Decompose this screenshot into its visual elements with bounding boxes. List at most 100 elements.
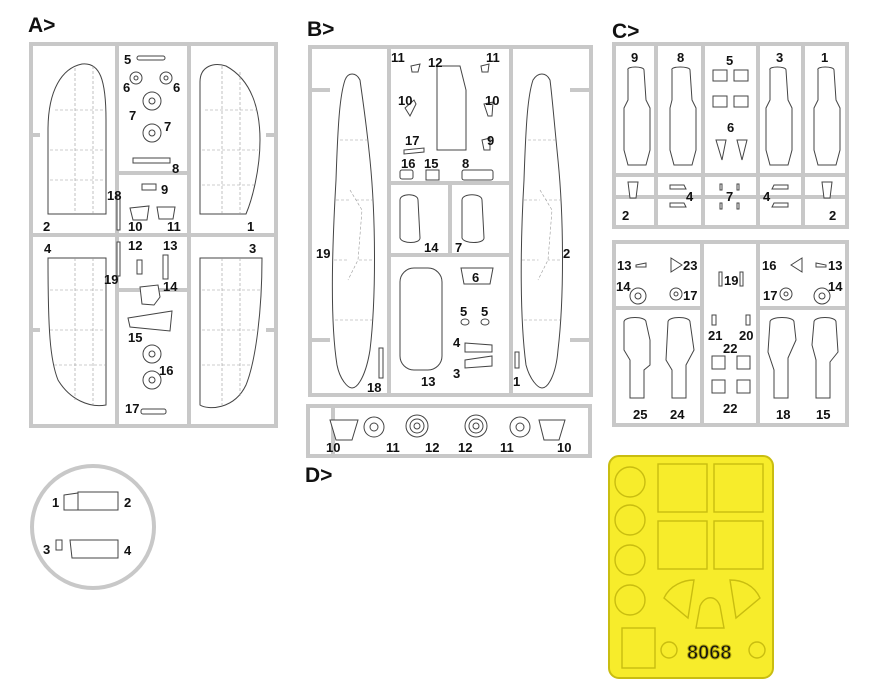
label-b2: 2 xyxy=(563,246,570,261)
label-c4-right: 4 xyxy=(763,189,771,204)
label-c7: 7 xyxy=(726,189,733,204)
label-a6-right: 6 xyxy=(173,80,180,95)
part-b12 xyxy=(436,65,467,151)
part-b16 xyxy=(399,169,414,180)
label-b14: 14 xyxy=(424,240,439,255)
sprue-c-lower-parts xyxy=(623,257,839,399)
part-c7-a xyxy=(719,183,723,191)
label-c6: 6 xyxy=(727,120,734,135)
mask-square-5 xyxy=(621,627,656,669)
label-b12: 12 xyxy=(428,55,442,70)
label-b1: 1 xyxy=(513,374,520,389)
detail-label-1: 1 xyxy=(52,495,59,510)
mask-circle-4 xyxy=(614,584,646,616)
label-a18: 18 xyxy=(107,188,121,203)
label-c19: 19 xyxy=(724,273,738,288)
label-c2-left: 2 xyxy=(622,208,629,223)
label-b9: 9 xyxy=(487,133,494,148)
part-d10-right xyxy=(538,419,566,441)
label-c13-right: 13 xyxy=(828,258,842,273)
label-a4: 4 xyxy=(44,241,52,256)
sprue-d-parts xyxy=(329,414,566,441)
label-b10-right: 10 xyxy=(485,93,499,108)
part-a17 xyxy=(140,408,167,415)
part-b8 xyxy=(461,169,494,181)
part-a11 xyxy=(156,206,176,220)
part-a8 xyxy=(132,157,171,164)
label-d12-left: 12 xyxy=(425,440,439,455)
label-c15: 15 xyxy=(816,407,830,422)
part-c22-d xyxy=(736,379,751,394)
part-a14 xyxy=(139,284,161,306)
part-c5-a xyxy=(712,69,728,82)
part-c5-d xyxy=(733,95,749,108)
detail-label-2: 2 xyxy=(124,495,131,510)
part-b5-left xyxy=(460,318,470,326)
sprue-b-labels: 11 12 11 10 10 17 9 16 15 8 14 7 19 2 6 … xyxy=(316,50,570,395)
label-c21: 21 xyxy=(708,328,722,343)
label-a11: 11 xyxy=(167,219,181,234)
part-c3 xyxy=(765,66,793,166)
sprue-c-upper xyxy=(612,42,849,229)
label-c23: 23 xyxy=(683,258,697,273)
part-a2-wing-upper-left xyxy=(47,63,107,215)
part-b13 xyxy=(399,267,443,371)
label-c22-upper: 22 xyxy=(723,341,737,356)
label-a7-lower: 7 xyxy=(164,119,171,134)
mask-square-4 xyxy=(713,520,764,570)
label-b3: 3 xyxy=(453,366,460,381)
part-d10-left xyxy=(329,419,359,441)
label-a9: 9 xyxy=(161,182,168,197)
part-c19-right xyxy=(739,271,744,287)
part-b10-right xyxy=(483,101,494,117)
part-b11-right xyxy=(480,63,490,73)
mask-sheet: 8068 xyxy=(608,455,774,679)
mask-square-3 xyxy=(657,520,708,570)
part-c19-left xyxy=(718,271,723,287)
mask-canopy-center xyxy=(695,597,725,629)
part-c22-a xyxy=(711,355,726,370)
label-c22-lower: 22 xyxy=(723,401,737,416)
part-b11-left xyxy=(410,63,421,73)
label-b16: 16 xyxy=(401,156,415,171)
part-b5-right xyxy=(480,318,490,326)
part-c15 xyxy=(811,317,839,399)
label-c17-left: 17 xyxy=(683,288,697,303)
part-c20 xyxy=(745,314,751,326)
sprue-d-labels: 10 11 12 12 11 10 xyxy=(326,440,571,455)
part-b14 xyxy=(399,194,421,243)
label-b5-right: 5 xyxy=(481,304,488,319)
mask-circle-3 xyxy=(614,544,646,576)
sprue-c-upper-parts xyxy=(623,66,841,210)
part-c6-right xyxy=(736,139,748,161)
mask-dot-right xyxy=(748,641,766,659)
section-d-title: D> xyxy=(305,464,333,487)
label-b4: 4 xyxy=(453,335,461,350)
label-b19: 19 xyxy=(316,246,330,261)
detail-part-2 xyxy=(77,491,119,511)
mask-code: 8068 xyxy=(687,642,732,664)
section-b-title: B> xyxy=(307,18,335,41)
part-a12 xyxy=(136,259,143,275)
label-d11-right: 11 xyxy=(500,440,514,455)
label-c13-left: 13 xyxy=(617,258,631,273)
label-d10-right: 10 xyxy=(557,440,571,455)
part-b15 xyxy=(425,169,440,181)
label-b8: 8 xyxy=(462,156,469,171)
part-c8 xyxy=(669,66,697,166)
label-b18: 18 xyxy=(367,380,381,395)
label-c25: 25 xyxy=(633,407,647,422)
part-b17 xyxy=(403,147,425,155)
label-c1: 1 xyxy=(821,50,828,65)
part-b10-left xyxy=(404,99,417,118)
label-b11-left: 11 xyxy=(391,50,405,65)
label-c9: 9 xyxy=(631,50,638,65)
part-b3 xyxy=(464,355,493,369)
label-b10-left: 10 xyxy=(398,93,412,108)
part-c4-right xyxy=(771,184,789,190)
part-c25 xyxy=(623,317,651,399)
label-d11-left: 11 xyxy=(386,440,400,455)
section-a-title: A> xyxy=(28,14,56,37)
part-c7-c xyxy=(719,202,723,210)
